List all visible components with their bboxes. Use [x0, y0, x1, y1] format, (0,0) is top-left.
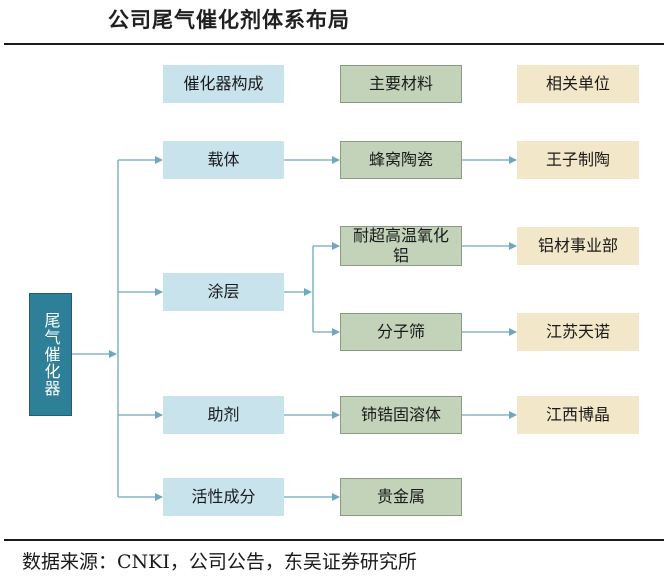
- legend-companies: 相关单位: [517, 65, 639, 103]
- company-wangzi: 王子制陶: [517, 141, 639, 179]
- source-note: 数据来源：CNKI，公司公告，东吴证券研究所: [22, 551, 417, 573]
- material-precious-metal: 贵金属: [340, 478, 462, 516]
- company-jiangsu: 江苏天诺: [517, 313, 639, 351]
- material-solid-solution: 铈锆固溶体: [340, 396, 462, 434]
- legend-materials: 主要材料: [340, 65, 462, 103]
- company-lvcai: 铝材事业部: [517, 227, 639, 265]
- bottom-divider: [4, 539, 664, 541]
- material-sieve: 分子筛: [340, 313, 462, 351]
- top-divider: [4, 43, 664, 45]
- component-coating: 涂层: [163, 273, 284, 311]
- company-jiangxi: 江西博晶: [517, 396, 639, 434]
- component-active: 活性成分: [163, 478, 284, 516]
- component-promoter: 助剂: [163, 396, 284, 434]
- page-title: 公司尾气催化剂体系布局: [108, 7, 350, 32]
- legend-components: 催化器构成: [163, 65, 284, 103]
- material-honeycomb: 蜂窝陶瓷: [340, 141, 462, 179]
- material-alumina: 耐超高温氧化铝: [340, 226, 462, 266]
- component-carrier: 载体: [163, 141, 284, 179]
- root-node: 尾气催化器: [29, 293, 72, 416]
